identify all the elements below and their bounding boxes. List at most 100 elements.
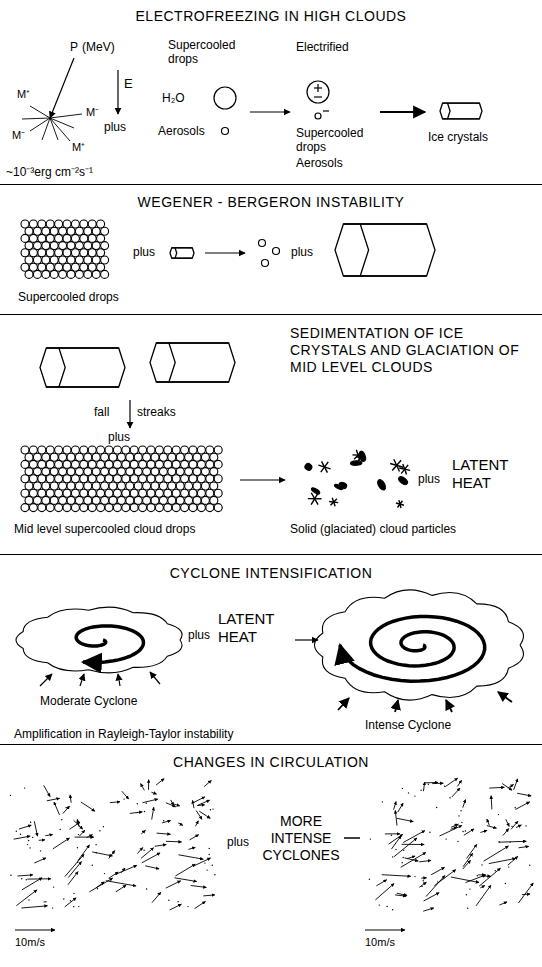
- data-dot: [403, 857, 404, 858]
- droplet: [71, 460, 79, 468]
- vector-arrow: [452, 788, 460, 797]
- vector-arrow: [96, 882, 105, 888]
- figure-panel: CYCLONE INTENSIFICATION: [0, 555, 542, 745]
- droplet: [63, 263, 71, 271]
- data-dot: [24, 787, 25, 788]
- generated-art: [10, 103, 534, 911]
- droplet: [201, 496, 209, 504]
- droplet: [67, 270, 75, 278]
- droplet: [88, 460, 96, 468]
- crystal: [189, 248, 194, 258]
- droplet: [181, 504, 189, 512]
- vector-arrow: [89, 878, 112, 892]
- droplet: [206, 504, 214, 512]
- droplet: [29, 249, 37, 257]
- vector-arrow: [464, 829, 474, 835]
- droplet: [206, 460, 214, 468]
- droplet: [84, 453, 92, 461]
- droplet: [29, 220, 37, 228]
- droplet: [134, 468, 142, 476]
- figure-label: Moderate Cyclone: [40, 694, 137, 708]
- data-dot: [10, 795, 11, 796]
- droplet: [122, 489, 130, 497]
- droplet: [126, 496, 134, 504]
- droplet: [46, 220, 54, 228]
- crystal: [40, 348, 65, 387]
- vector-arrow: [116, 885, 126, 892]
- droplet: [185, 468, 193, 476]
- droplet: [38, 234, 46, 242]
- vector-arrow: [517, 793, 531, 796]
- droplet: [80, 446, 88, 454]
- droplet: [113, 460, 121, 468]
- vector-arrow: [424, 893, 440, 901]
- droplet: [75, 468, 83, 476]
- vector-arrow: [515, 802, 529, 810]
- droplet: [206, 475, 214, 483]
- droplet: [67, 256, 75, 264]
- droplet: [201, 453, 209, 461]
- vector-arrow: [21, 906, 47, 908]
- droplet: [214, 489, 222, 497]
- droplet: [55, 504, 63, 512]
- droplet: [84, 227, 92, 235]
- figure-label: M⁺: [72, 141, 85, 154]
- droplet: [168, 468, 176, 476]
- droplet: [55, 475, 63, 483]
- droplet: [21, 489, 29, 497]
- droplet: [176, 468, 184, 476]
- droplet: [33, 242, 41, 250]
- droplet: [97, 504, 105, 512]
- vector-arrow: [195, 901, 206, 908]
- vector-arrow: [421, 877, 426, 879]
- vector-arrow: [392, 836, 402, 849]
- vector-arrow: [203, 895, 215, 896]
- vector-arrow: [63, 806, 70, 813]
- droplet: [71, 475, 79, 483]
- figure-label: plus: [291, 245, 313, 259]
- art-stroke: [262, 260, 269, 267]
- droplet: [33, 482, 41, 490]
- droplet: [130, 475, 138, 483]
- droplet: [193, 482, 201, 490]
- droplet: [92, 242, 100, 250]
- art-stroke: [22, 118, 50, 119]
- vector-arrow: [109, 851, 115, 859]
- data-dot: [445, 838, 446, 839]
- vector-arrow: [426, 876, 445, 897]
- data-dot: [467, 908, 468, 909]
- droplet: [63, 249, 71, 257]
- droplet: [92, 496, 100, 504]
- vector-arrow: [514, 779, 518, 790]
- data-dot: [414, 876, 415, 877]
- figure-label: P: [70, 40, 78, 54]
- vector-arrow: [175, 878, 197, 882]
- stroke: [175, 247, 192, 248]
- figure-label: plus: [108, 430, 130, 444]
- vector-arrow: [75, 837, 94, 838]
- droplet: [21, 460, 29, 468]
- droplet: [33, 227, 41, 235]
- figure-label: plus: [188, 628, 210, 642]
- vector-arrow: [498, 841, 526, 843]
- data-dot: [206, 869, 207, 870]
- vector-arrow: [196, 821, 199, 827]
- droplet: [139, 446, 147, 454]
- vector-arrow: [47, 798, 60, 801]
- data-dot: [403, 850, 404, 851]
- droplet: [168, 496, 176, 504]
- droplet: [155, 489, 163, 497]
- art-stroke: [314, 96, 322, 97]
- droplet: [59, 496, 67, 504]
- droplet: [214, 460, 222, 468]
- art-stroke: [117, 70, 118, 114]
- vector-arrow: [141, 784, 145, 791]
- droplet: [42, 468, 50, 476]
- vector-arrow: [487, 826, 497, 829]
- cloud-outline: [314, 590, 523, 700]
- droplet: [92, 256, 100, 264]
- droplet: [109, 496, 117, 504]
- data-dot: [379, 904, 380, 905]
- vector-arrow: [463, 853, 473, 866]
- droplet: [185, 453, 193, 461]
